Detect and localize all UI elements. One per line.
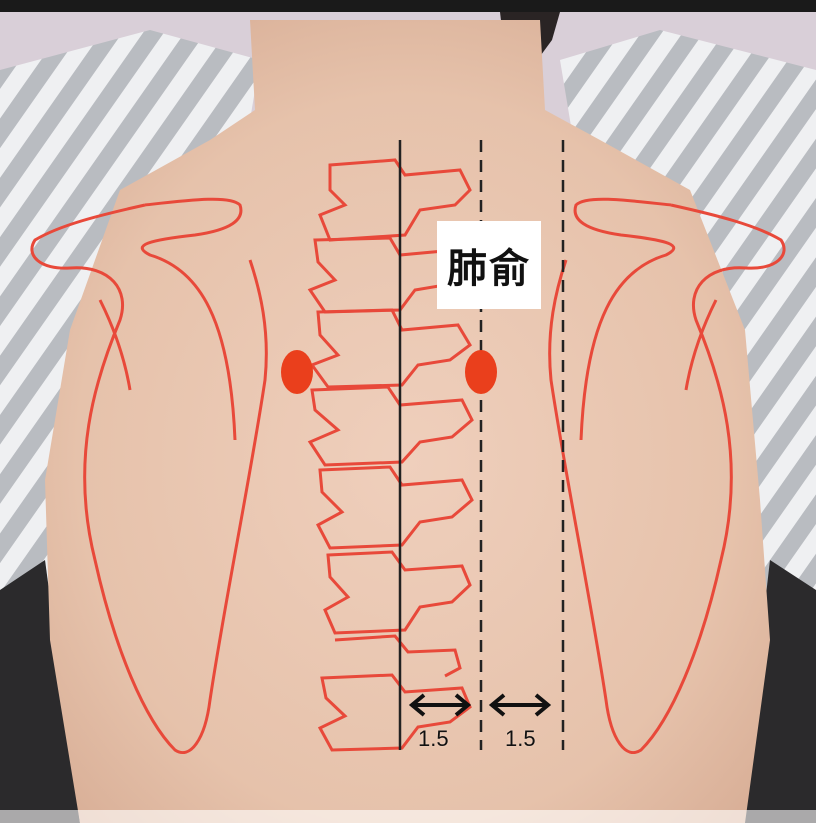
acupoint-label: 肺俞 xyxy=(437,221,541,309)
top-border xyxy=(0,0,816,12)
measure-label-left: 1.5 xyxy=(418,726,449,752)
acupoint-dot-right xyxy=(465,350,497,394)
bottom-strip xyxy=(0,810,816,823)
acupoint-dot-left xyxy=(281,350,313,394)
measure-label-right: 1.5 xyxy=(505,726,536,752)
